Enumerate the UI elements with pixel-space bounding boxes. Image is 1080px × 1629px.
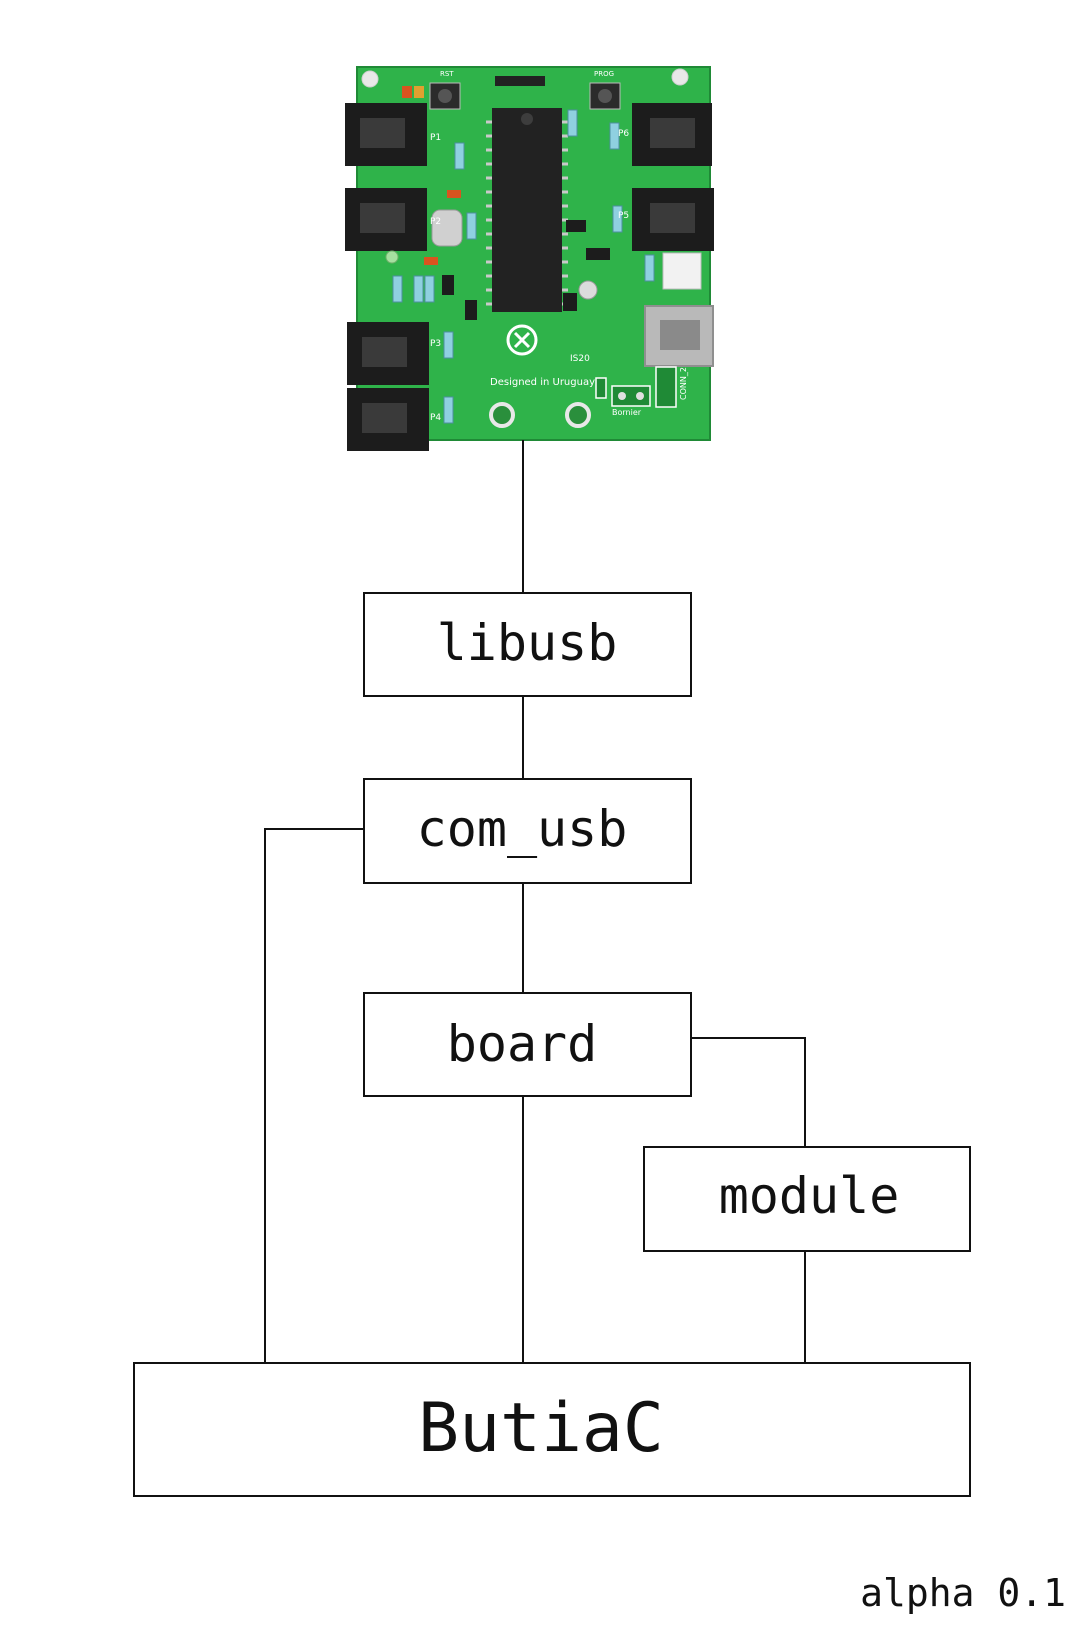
rj-connector-p2: [345, 188, 427, 251]
rj-connector-p4: [347, 388, 429, 451]
rj-connector-p5: [632, 188, 714, 251]
usb-port: [644, 305, 714, 367]
silkscreen-rst: RST: [440, 70, 454, 78]
board-photo: Designed in Uruguay IS20 Bornier CONN_2 …: [345, 66, 714, 451]
connector-lines: [264, 440, 806, 1363]
silkscreen-conn: CONN_2: [679, 367, 688, 400]
node-module-label: module: [719, 1167, 900, 1225]
node-module: module: [643, 1146, 971, 1252]
silkscreen-designed-in: Designed in Uruguay: [490, 377, 595, 388]
node-board-label: board: [447, 1015, 598, 1073]
silkscreen-port-p1: P1: [430, 133, 441, 143]
node-com-usb: com_usb: [363, 778, 692, 884]
microcontroller-chip: [486, 108, 568, 312]
rj-connector-p6: [632, 103, 712, 166]
node-libusb: libusb: [363, 592, 692, 697]
silkscreen-port-p5: P5: [618, 211, 629, 221]
node-board: board: [363, 992, 692, 1097]
silkscreen-bornier: Bornier: [612, 408, 642, 417]
butia-logo-icon: [506, 324, 538, 356]
silkscreen-year: IS20: [570, 354, 590, 364]
node-com-usb-label: com_usb: [417, 800, 628, 858]
rj-connector-p1: [345, 103, 427, 166]
silkscreen-port-p2: P2: [430, 217, 441, 227]
silkscreen-port-p6: P6: [618, 129, 629, 139]
rj-connector-p3: [347, 322, 429, 385]
version-label: alpha 0.1: [860, 1571, 1066, 1615]
node-butiac: ButiaC: [133, 1362, 971, 1497]
node-libusb-label: libusb: [437, 614, 618, 672]
reset-button: [429, 82, 461, 110]
silkscreen-prog: PROG: [594, 70, 614, 78]
silkscreen-port-p3: P3: [430, 339, 441, 349]
silkscreen-port-p4: P4: [430, 413, 441, 423]
prog-button: [589, 82, 621, 110]
edge-com-usb-butiac: [264, 828, 364, 1363]
edge-board-module: [691, 1037, 806, 1147]
node-butiac-label: ButiaC: [418, 1389, 664, 1468]
